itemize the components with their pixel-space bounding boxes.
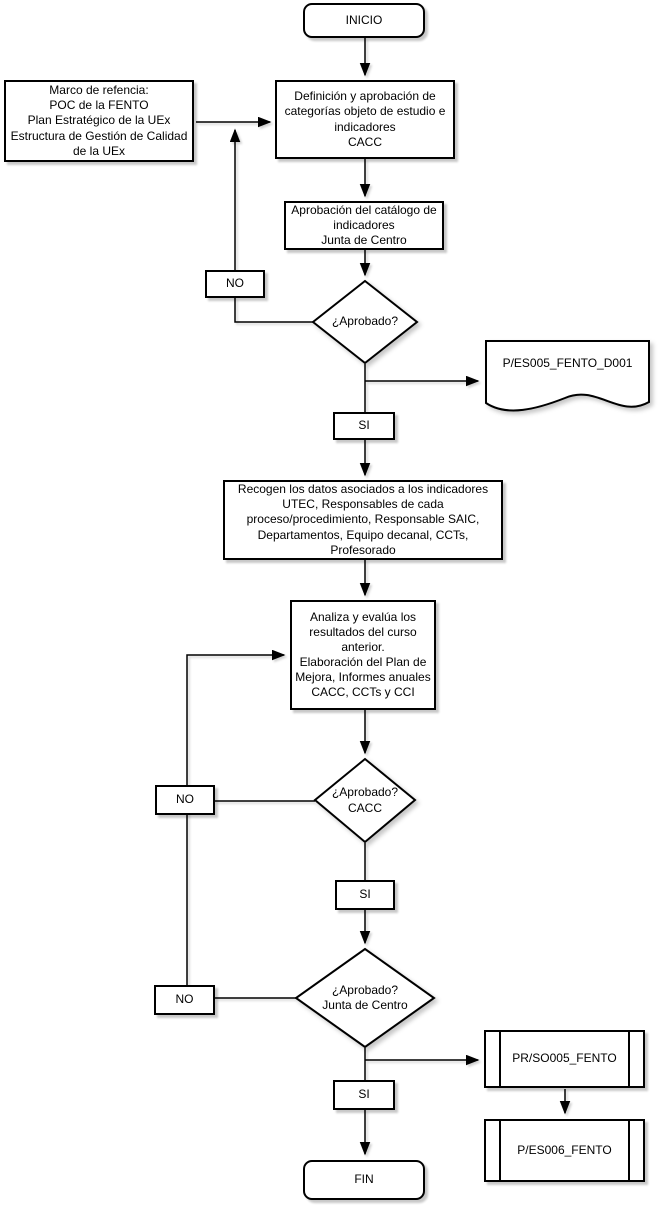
diamond-shape [313,757,417,844]
predefined-process-prso005: PR/SO005_FENTO [484,1030,645,1088]
process-analiza-evalua: Analiza y evalúa los resultados del curs… [290,600,436,710]
label-no-1: NO [205,270,265,298]
predefined-bar-right [628,1121,630,1180]
label-si-3: SI [333,1080,395,1110]
diamond-shape [294,947,436,1049]
predefined-process-label: PR/SO005_FENTO [512,1051,617,1066]
decision-label: ¿Aprobado? CACC [331,785,399,815]
document-label: P/ES005_FENTO_D001 [502,356,633,370]
label-si-2: SI [335,880,395,910]
diamond-shape [311,279,419,365]
decision-aprobado-junta: ¿Aprobado? Junta de Centro [294,947,436,1049]
decision-label: ¿Aprobado? [331,314,399,329]
predefined-bar-right [628,1032,630,1086]
label-no-3: NO [154,985,215,1015]
process-aprobacion-catalogo: Aprobación del catálogo de indicadores J… [284,201,444,250]
label-no-2: NO [155,785,215,815]
document-shape [485,340,650,412]
process-marco-referencia: Marco de refencia: POC de la FENTO Plan … [4,80,194,162]
label-si-1: SI [333,412,395,440]
start-terminator: INICIO [303,3,425,38]
predefined-process-label: P/ES006_FENTO [517,1142,612,1157]
predefined-bar-left [499,1032,501,1086]
decision-label: ¿Aprobado? Junta de Centro [322,982,408,1012]
predefined-bar-left [499,1121,501,1180]
decision-aprobado-cacc: ¿Aprobado? CACC [313,757,417,844]
decision-aprobado-1: ¿Aprobado? [311,279,419,365]
document-pes005: P/ES005_FENTO_D001 [485,340,650,412]
end-terminator: FIN [303,1160,425,1200]
process-definicion-aprobacion: Definición y aprobación de categorías ob… [275,80,455,159]
predefined-process-pes006: P/ES006_FENTO [484,1119,645,1182]
process-recogen-datos: Recogen los datos asociados a los indica… [223,480,503,560]
